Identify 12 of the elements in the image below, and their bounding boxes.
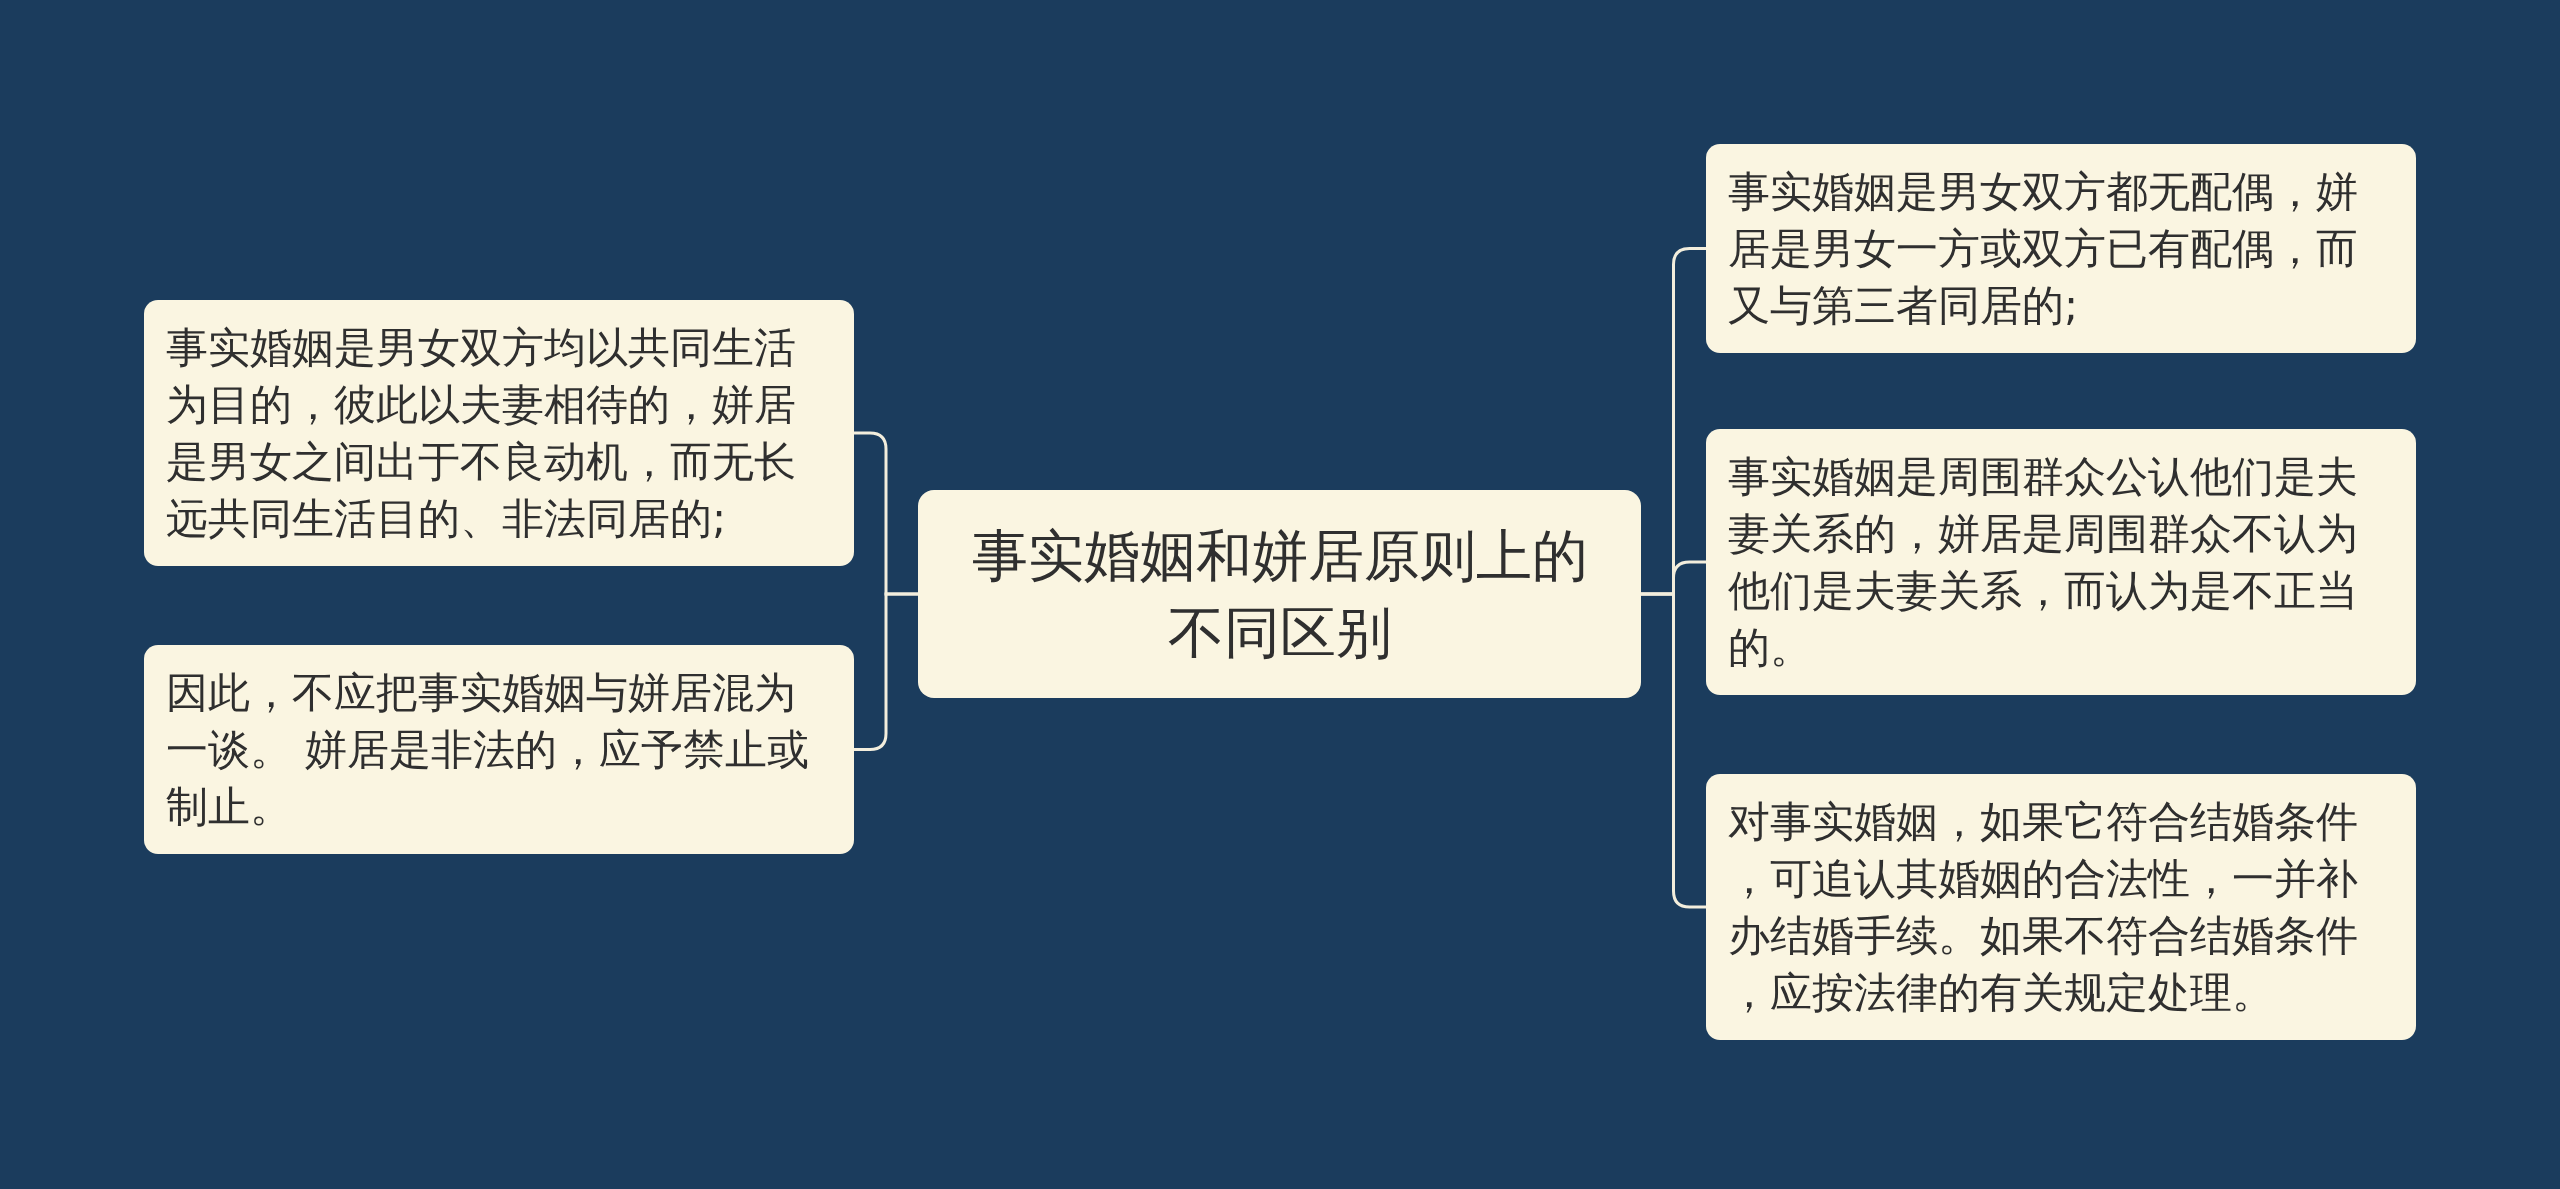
topic-text: 因此，不应把事实婚姻与姘居混为一谈。 姘居是非法的，应予禁止或制止。 <box>166 667 811 833</box>
subtopic-card <box>144 300 854 566</box>
topic-text: 对事实婚姻，如果它符合结婚条件，可追认其婚姻的合法性，一并补办结婚手续。如果不符合结婚条件，应按法律的有关规定处理。 <box>1728 796 2359 1019</box>
subtopic-card <box>1706 429 2416 695</box>
subtopic-card <box>1706 144 2416 353</box>
subtopic-card <box>144 645 854 854</box>
topic-text: 事实婚姻是男女双方均以共同生活为目的，彼此以夫妻相待的，姘居是男女之间出于不良动机，而无长远共同生活目的、非法同居的; <box>166 322 797 545</box>
topic-text: 事实婚姻和姘居原则上的不同区别 <box>970 522 1589 667</box>
topic-text: 事实婚姻是周围群众公认他们是夫妻关系的，姘居是周围群众不认为他们是夫妻关系，而认为是不正当的。 <box>1728 451 2359 674</box>
subtopic-card <box>1706 774 2416 1040</box>
topic-text: 事实婚姻是男女双方都无配偶，姘居是男女一方或双方已有配偶，而又与第三者同居的; <box>1728 166 2359 332</box>
central-topic-card <box>918 490 1641 698</box>
